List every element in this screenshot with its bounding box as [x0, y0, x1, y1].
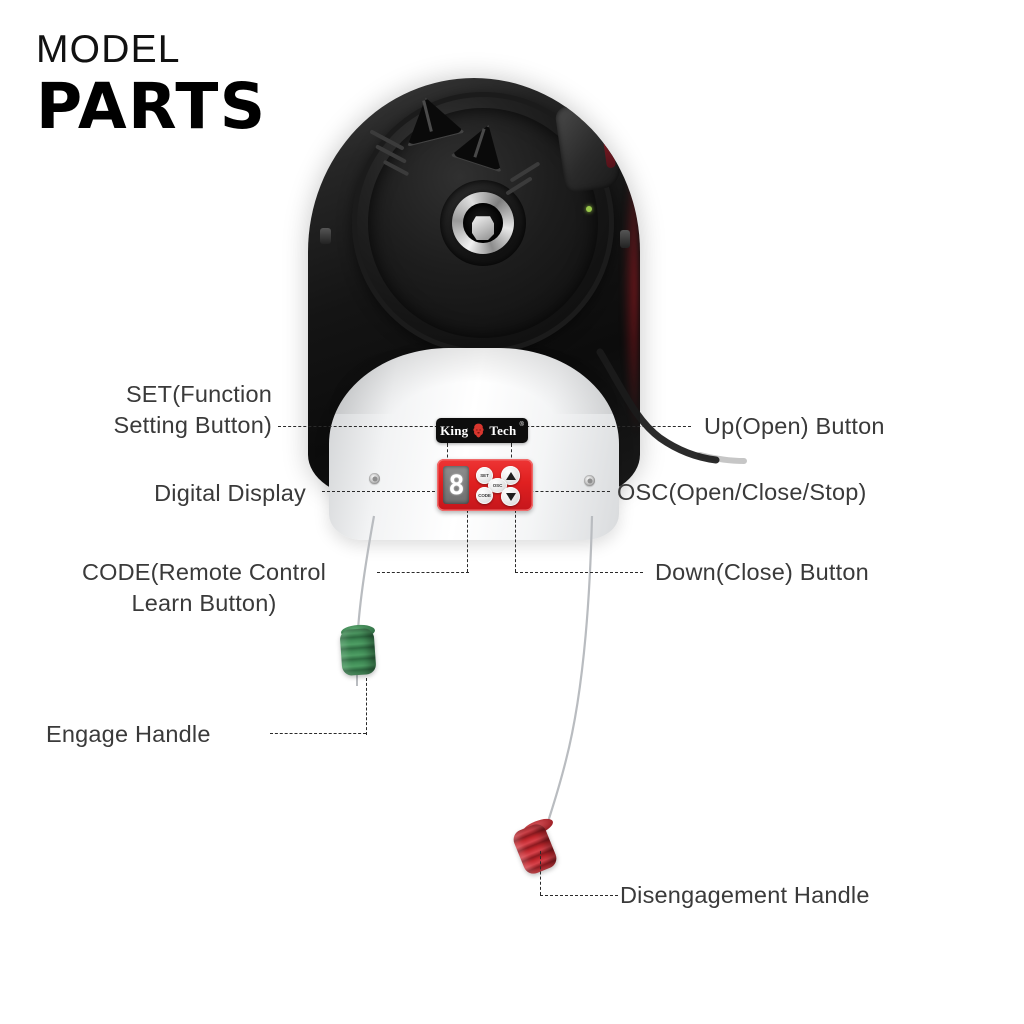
housing-shading [329, 348, 619, 414]
cover-screw-right [584, 475, 595, 486]
leader-engage-vertical [366, 678, 367, 735]
housing-side-clip-left [320, 228, 331, 244]
motor-housing-white-cover [329, 348, 619, 540]
callout-engage-handle: Engage Handle [46, 719, 276, 750]
leader-set-vertical [447, 444, 448, 468]
set-button-label: SET [480, 473, 489, 478]
gearbox-screw [580, 112, 589, 121]
leader-code-horizontal [377, 572, 469, 573]
callout-set-button: SET(Function Setting Button) [22, 379, 272, 442]
arrow-up-icon [505, 471, 516, 480]
digital-display-value: 8 [448, 469, 464, 501]
code-button-label: CODE [478, 493, 491, 498]
housing-rim-glow [622, 138, 638, 438]
callout-disengage-line1: Disengagement Handle [620, 882, 870, 908]
lion-head-icon [473, 423, 484, 437]
page-title: MODEL PARTS [36, 30, 267, 138]
callout-digital-display: Digital Display [42, 478, 306, 509]
cover-screw-left [369, 473, 380, 484]
callout-set-line1: SET(Function [125, 381, 272, 407]
callout-disengagement-handle: Disengagement Handle [620, 880, 960, 911]
arrow-down-icon [505, 492, 516, 501]
leader-osc-horizontal [520, 491, 610, 492]
leader-down-horizontal [515, 572, 643, 573]
callout-code-button: CODE(Remote Control Learn Button) [36, 557, 372, 620]
title-parts-line: PARTS [36, 70, 267, 143]
callout-osc-button: OSC(Open/Close/Stop) [617, 477, 987, 508]
callout-up-button: Up(Open) Button [704, 411, 984, 442]
up-open-button[interactable] [501, 466, 520, 485]
code-button[interactable]: CODE [476, 487, 493, 504]
disengagement-handle [510, 821, 560, 877]
osc-button-label: OSC [492, 483, 503, 488]
leader-down-vertical [515, 500, 516, 572]
callout-down-line1: Down(Close) Button [655, 559, 869, 585]
brand-word-king: King [440, 422, 469, 438]
callout-down-button: Down(Close) Button [655, 557, 955, 588]
callout-display-line1: Digital Display [154, 480, 306, 506]
leader-set-horizontal [278, 426, 448, 427]
engage-handle [339, 627, 377, 677]
brand-word-tech: Tech [489, 422, 517, 438]
status-led [586, 206, 592, 212]
leader-up-vertical [511, 444, 512, 468]
callout-code-line2: Learn Button) [131, 590, 277, 617]
control-panel: 8 SET OSC CODE [437, 459, 533, 511]
title-model-line: MODEL [36, 28, 181, 71]
leader-disengage-vertical [540, 851, 541, 895]
callout-osc-line1: OSC(Open/Close/Stop) [617, 479, 867, 505]
registered-trademark-symbol: ® [519, 422, 524, 428]
leader-code-vertical [467, 500, 468, 572]
callout-up-line1: Up(Open) Button [704, 413, 885, 439]
leader-engage-horizontal [270, 733, 366, 734]
osc-button[interactable]: OSC [488, 478, 507, 493]
down-close-button[interactable] [501, 487, 520, 506]
leader-up-horizontal [511, 426, 691, 427]
leader-display-horizontal [322, 491, 460, 492]
brand-badge: King Tech ® [436, 418, 528, 443]
callout-set-line2: Setting Button) [113, 412, 272, 439]
leader-disengage-horizontal [540, 895, 618, 896]
callout-engage-line1: Engage Handle [46, 721, 211, 747]
set-button[interactable]: SET [476, 467, 493, 484]
digital-display: 8 [443, 466, 469, 504]
callout-code-line1: CODE(Remote Control [81, 559, 327, 585]
shaft-keyway [472, 216, 494, 241]
housing-side-clip-right [620, 230, 630, 248]
